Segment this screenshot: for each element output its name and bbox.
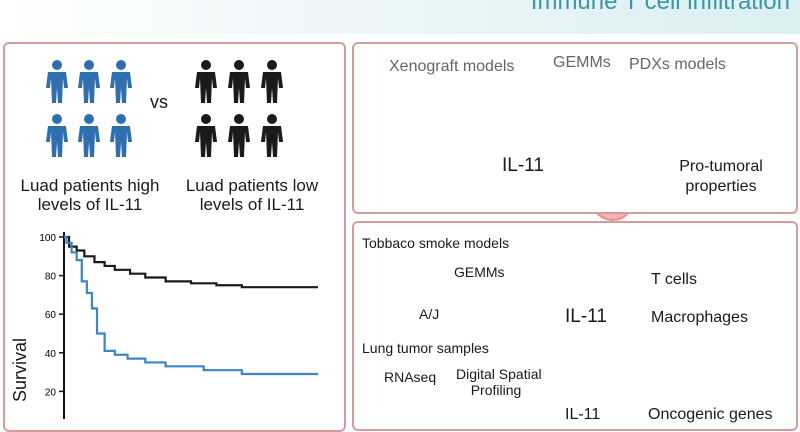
aj-label: A/J [419, 306, 440, 322]
y-tick-label: 20 [45, 387, 57, 398]
model-label-gemms: GEMMs [553, 54, 611, 71]
result-line2: properties [685, 178, 757, 195]
y-axis-label: Survival [10, 337, 30, 402]
low-group-people [195, 60, 283, 157]
gemms-label-2: GEMMs [454, 264, 505, 280]
samples-title: Lung tumor samples [362, 340, 489, 356]
y-tick-label: 80 [45, 272, 57, 283]
high-group-line2: levels of IL-11 [37, 195, 143, 214]
smoke-il11-label: IL-11 [565, 306, 607, 327]
t-cells-label: T cells [651, 271, 697, 288]
y-tick-label: 60 [45, 310, 57, 321]
survival-series-line-1 [64, 235, 318, 289]
right-bottom-panel [352, 221, 798, 431]
macrophages-label: Macrophages [651, 309, 748, 326]
spatial-label: Digital Spatial Profiling [456, 366, 542, 398]
right-top-panel [352, 42, 798, 214]
header-title: Immune T cell infiltration [530, 0, 790, 15]
oncogenic-genes-label: Oncogenic genes [648, 406, 773, 423]
smoke-models-title: Tobbaco smoke models [362, 235, 510, 251]
high-group-line1: Luad patients high [20, 176, 160, 195]
result-label: Pro-tumoral properties [676, 157, 766, 197]
survival-series-line-2 [64, 235, 318, 376]
spatial-line2: Profiling [470, 382, 522, 398]
low-group-label: Luad patients low levels of IL-11 [171, 176, 333, 214]
y-tick-label: 40 [45, 349, 57, 360]
top-il11-label: IL-11 [502, 155, 544, 176]
header-bar: Immune T cell infiltration [0, 0, 800, 34]
low-group-line1: Luad patients low [185, 176, 319, 195]
result-line1: Pro-tumoral [679, 158, 763, 175]
model-label-xenograft: Xenograft models [389, 58, 515, 75]
y-tick-label: 100 [39, 233, 56, 244]
rnaseq-label: RNAseq [384, 369, 437, 385]
model-label-pdx: PDXs models [629, 56, 726, 73]
bottom-il11-label: IL-11 [565, 406, 601, 423]
spatial-line1: Digital Spatial [456, 366, 542, 382]
high-group-people [46, 60, 132, 157]
vs-label: vs [150, 92, 168, 112]
survival-chart: 20 40 60 80 100 [39, 232, 318, 419]
high-group-label: Luad patients high levels of IL-11 [10, 176, 170, 214]
low-group-line2: levels of IL-11 [199, 195, 305, 214]
